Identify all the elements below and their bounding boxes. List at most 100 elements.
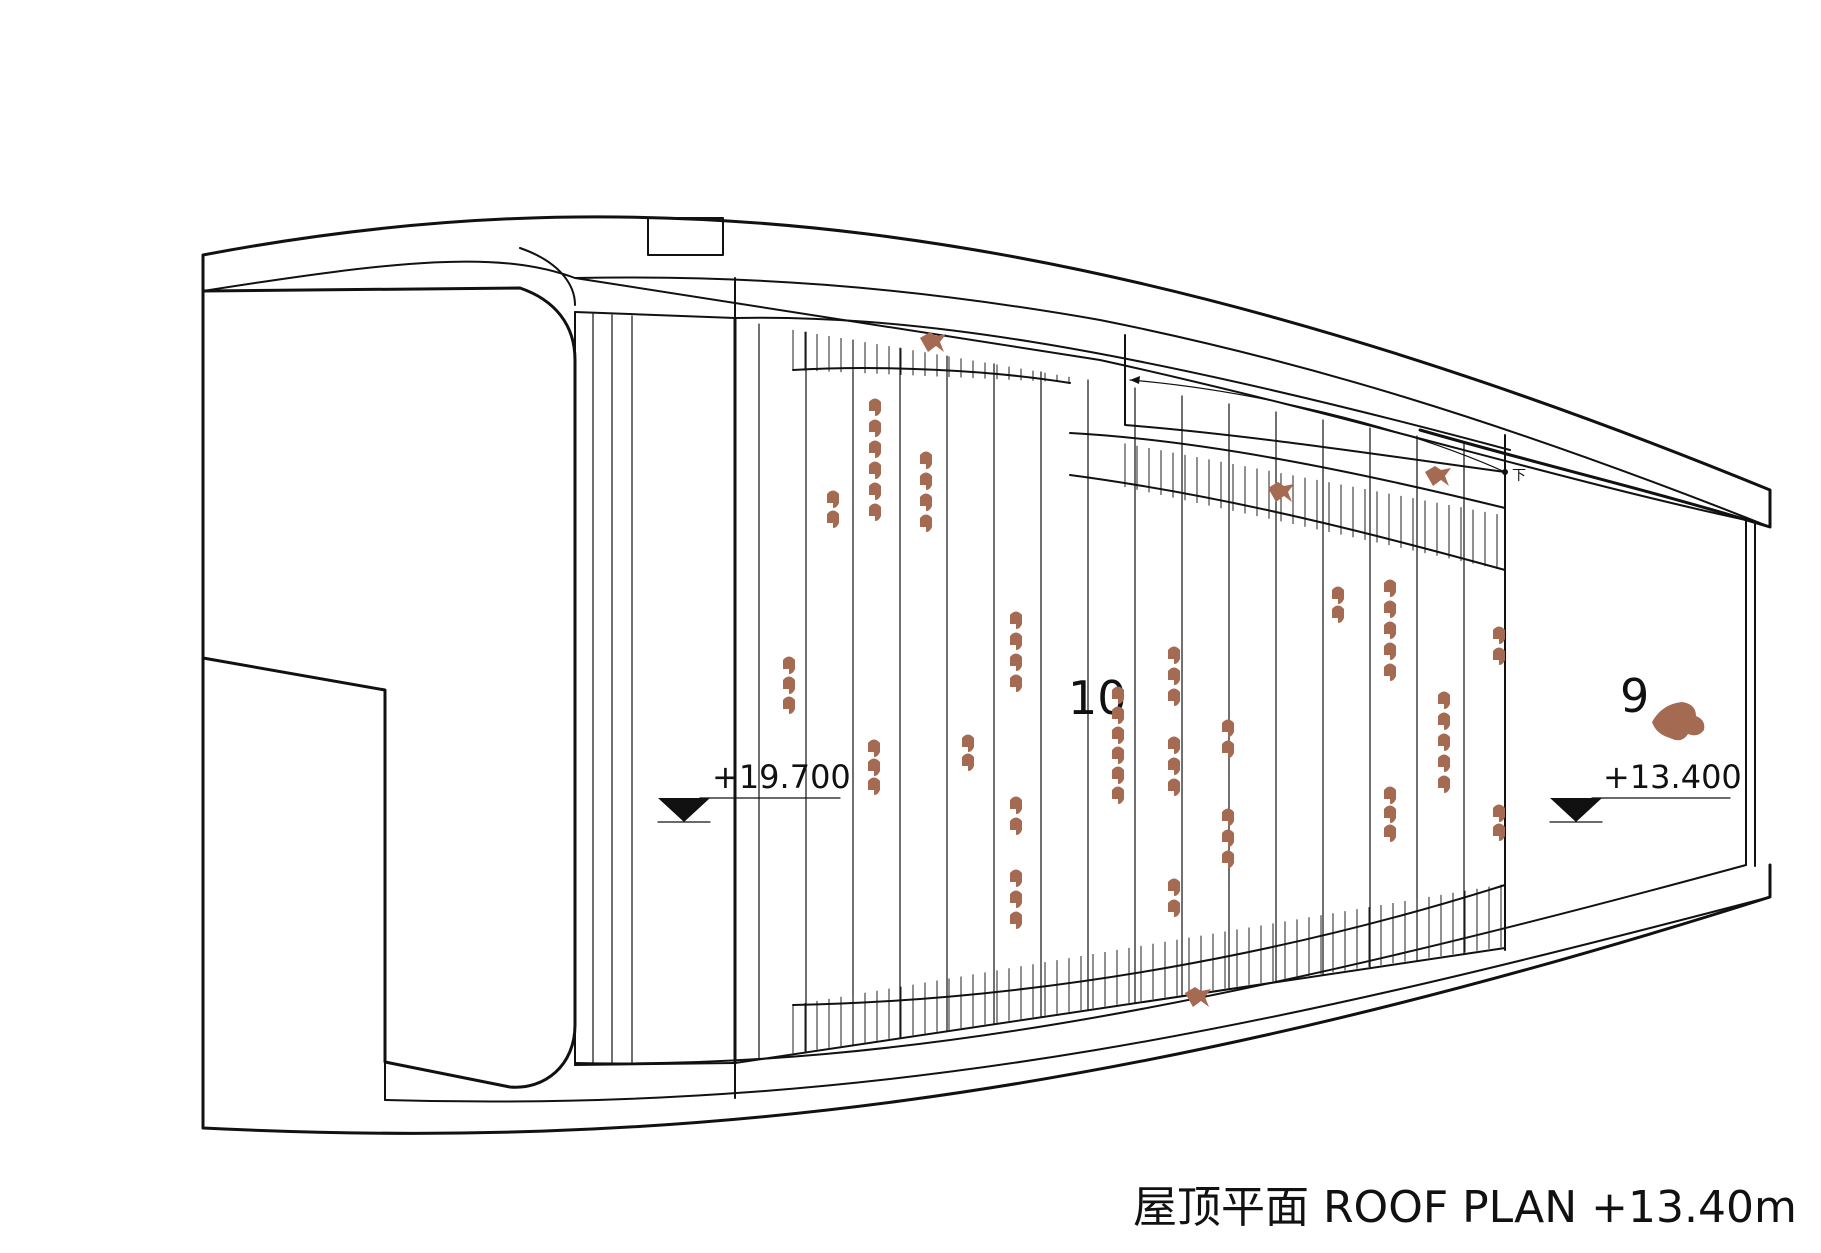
- seated-figure: [869, 419, 881, 437]
- end-wall: [1745, 519, 1756, 867]
- platform-arrow-head: [1130, 376, 1140, 384]
- seated-figure: [1222, 829, 1234, 847]
- parapet-top-edge: [574, 276, 1771, 528]
- platform-arrow-line: [1129, 379, 1506, 473]
- seated-figure: [1010, 674, 1022, 692]
- seated-figure: [1112, 706, 1124, 724]
- seated-figure: [869, 482, 881, 500]
- stair-down-mark: 下: [1512, 468, 1526, 484]
- seated-figure: [783, 676, 795, 694]
- drawing-title: 屋顶平面 ROOF PLAN +13.40m: [1133, 1182, 1797, 1233]
- seated-figure: [869, 461, 881, 479]
- upper-terrace-bottom: [574, 1062, 736, 1066]
- seated-figure: [1384, 642, 1396, 660]
- seated-figure: [1168, 899, 1180, 917]
- seated-figure: [783, 656, 795, 674]
- seated-figure: [1384, 805, 1396, 823]
- seated-figure: [1112, 726, 1124, 744]
- seated-figure: [1384, 621, 1396, 639]
- seated-figure: [1112, 786, 1124, 804]
- lounging-figure: [1652, 702, 1705, 741]
- seated-figure: [868, 739, 880, 757]
- seated-figure: [1112, 686, 1124, 704]
- level-marker-lower: +13.400: [1549, 758, 1742, 823]
- seated-figure: [962, 734, 974, 752]
- seated-figure: [1384, 663, 1396, 681]
- reclining-figure: [1425, 466, 1451, 486]
- roof-skylight: [647, 217, 724, 256]
- seated-figure: [1010, 911, 1022, 929]
- level-marker-upper: +19.700: [657, 758, 851, 823]
- seated-figure: [1493, 823, 1505, 841]
- seated-figure: [1384, 600, 1396, 618]
- seated-figure: [920, 514, 932, 532]
- upper-terrace-top: [574, 311, 1511, 451]
- lower-stair-treads: [792, 884, 1502, 1054]
- seated-figure: [1493, 647, 1505, 665]
- seated-figure: [1384, 824, 1396, 842]
- seated-figure: [1010, 890, 1022, 908]
- seated-figure: [1332, 586, 1344, 604]
- seated-figure: [783, 696, 795, 714]
- seated-figure: [1168, 736, 1180, 754]
- parapet-top-inner: [202, 260, 1747, 521]
- seated-figure: [1222, 719, 1234, 737]
- seated-figure: [1010, 817, 1022, 835]
- seated-figure: [1010, 632, 1022, 650]
- seated-figure: [1384, 579, 1396, 597]
- left-core-curve: [519, 247, 576, 306]
- seated-figure: [868, 758, 880, 776]
- seated-figure: [869, 398, 881, 416]
- seated-figure: [1384, 786, 1396, 804]
- level-triangle-upper: [658, 798, 710, 822]
- seated-figure: [1010, 796, 1022, 814]
- level-label-upper: +19.700: [712, 758, 851, 796]
- parapet-bottom-edge: [384, 896, 1771, 1103]
- seated-figure: [1438, 712, 1450, 730]
- seated-figure: [869, 503, 881, 521]
- seated-figure: [1168, 757, 1180, 775]
- raised-platform: [1124, 334, 1506, 473]
- seated-figure: [1112, 766, 1124, 784]
- level-label-lower: +13.400: [1603, 758, 1742, 796]
- seated-figure: [1010, 611, 1022, 629]
- mid-stair-treads: [1124, 443, 1498, 569]
- reclining-figure: [1268, 482, 1294, 502]
- parapet-bottom-inner: [574, 864, 1747, 1065]
- mid-stair-bottom: [1069, 474, 1506, 571]
- seated-figure: [920, 451, 932, 469]
- seated-figure: [962, 753, 974, 771]
- seated-figure: [1112, 746, 1124, 764]
- seated-figure: [920, 493, 932, 511]
- seated-figure: [868, 777, 880, 795]
- seated-figure: [1222, 808, 1234, 826]
- seating-bottom-curve: [792, 884, 1506, 1006]
- seated-figure: [1168, 778, 1180, 796]
- left-core-block: [201, 286, 577, 1089]
- seated-figure: [827, 490, 839, 508]
- seating-lower-edge: [734, 947, 1506, 1064]
- seated-figure: [1438, 733, 1450, 751]
- seated-figure: [827, 510, 839, 528]
- seated-figure: [1010, 869, 1022, 887]
- zone-label-9: 9: [1620, 669, 1649, 723]
- seating-top-curve: [792, 367, 1071, 384]
- seated-figure: [1168, 667, 1180, 685]
- mid-stair-top: [1069, 432, 1506, 509]
- left-lower-room: [202, 657, 386, 1063]
- seated-figure: [1222, 850, 1234, 868]
- seated-figure: [1168, 646, 1180, 664]
- seated-figure: [1168, 688, 1180, 706]
- seated-figure: [1168, 878, 1180, 896]
- reclining-figure: [920, 332, 946, 352]
- seated-figure: [920, 472, 932, 490]
- seated-figure: [1222, 740, 1234, 758]
- seated-figures: [783, 332, 1705, 1007]
- seated-figure: [1332, 605, 1344, 623]
- level-triangle-lower: [1550, 798, 1602, 822]
- seated-figure: [1438, 775, 1450, 793]
- roof-outline: [201, 215, 1772, 1135]
- seated-figure: [1438, 754, 1450, 772]
